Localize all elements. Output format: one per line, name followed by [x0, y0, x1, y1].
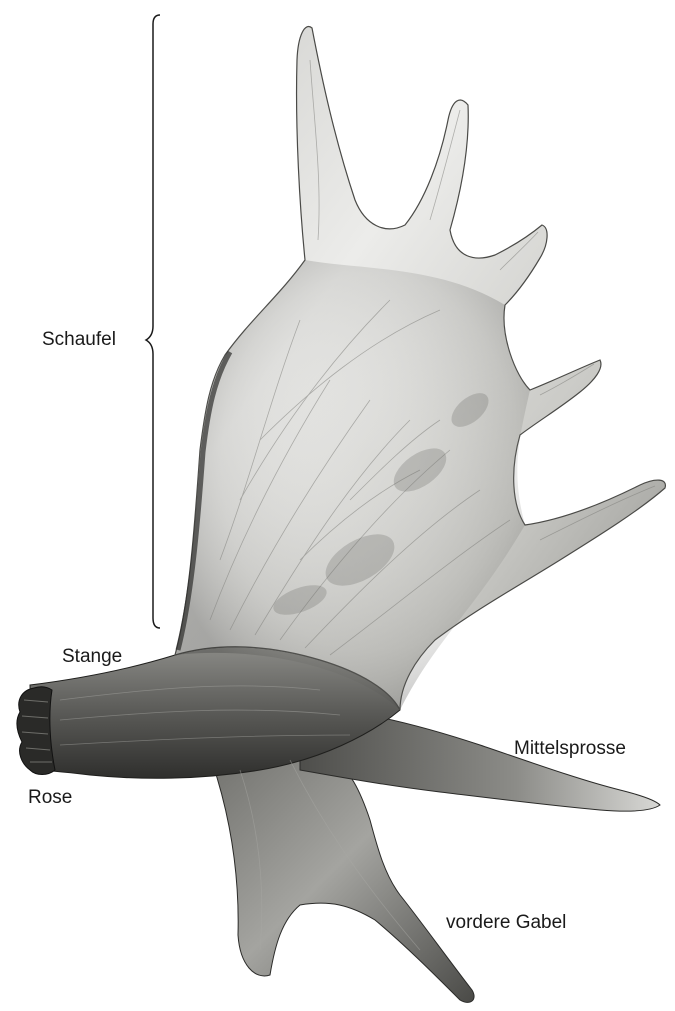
rose-burr [17, 687, 55, 775]
label-mittelsprosse: Mittelsprosse [514, 739, 626, 758]
label-vordere-gabel: vordere Gabel [446, 913, 566, 932]
label-stange: Stange [62, 647, 122, 666]
schaufel-shading [175, 260, 530, 710]
label-schaufel: Schaufel [42, 330, 116, 349]
label-rose: Rose [28, 788, 72, 807]
schaufel-bracket [146, 15, 160, 628]
